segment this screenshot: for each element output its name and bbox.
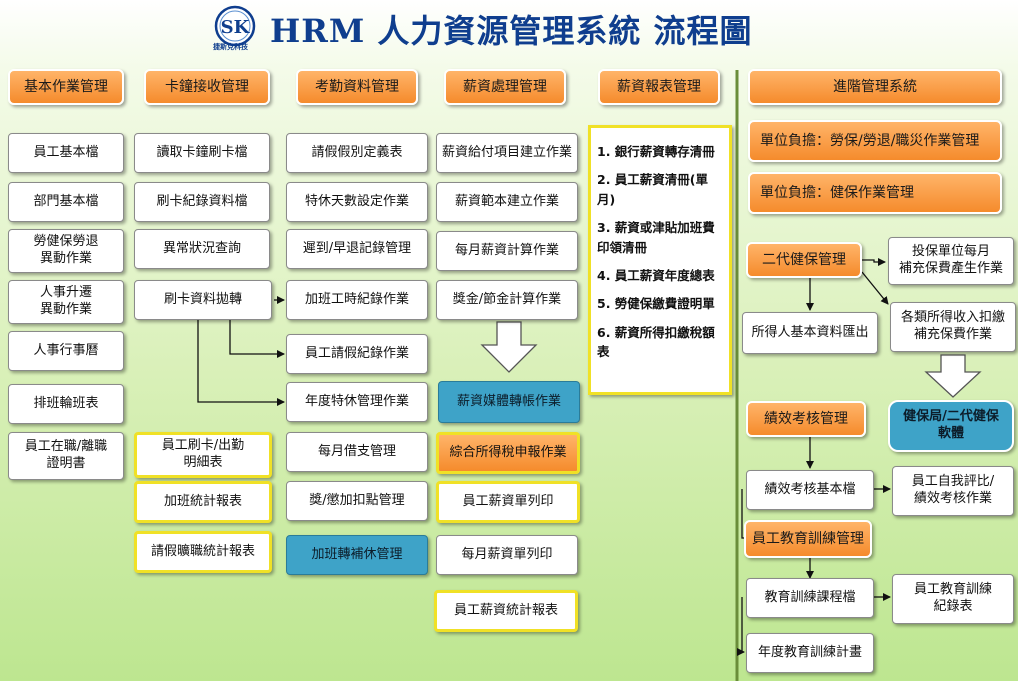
header-payroll-report[interactable]: 薪資報表管理: [598, 69, 720, 105]
node-overtime-to-compensatory[interactable]: 加班轉補休管理: [286, 535, 428, 575]
node-leave-type-definition[interactable]: 請假假別定義表: [286, 133, 428, 173]
logo-caption: 捷斯克科技: [213, 43, 248, 51]
node-exception-query[interactable]: 異常狀況查詢: [134, 229, 270, 269]
node-overtime-hours-record[interactable]: 加班工時紀錄作業: [286, 280, 428, 320]
connector-swipe-to-leave: [229, 318, 285, 358]
node-hr-calendar[interactable]: 人事行事曆: [8, 331, 124, 371]
node-employee-payslip-print[interactable]: 員工薪資單列印: [436, 481, 580, 523]
big-down-arrow-salary: [480, 321, 538, 373]
node-read-clock-file[interactable]: 讀取卡鐘刷卡檔: [134, 133, 270, 173]
payroll-report-list: 1. 銀行薪資轉存清冊 2. 員工薪資清冊(單月) 3. 薪資或津貼加班費 印領…: [588, 125, 732, 395]
header-basic[interactable]: 基本作業管理: [8, 69, 124, 105]
header-attendance[interactable]: 考勤資料管理: [296, 69, 418, 105]
report-item[interactable]: 2. 員工薪資清冊(單月): [597, 172, 709, 207]
node-attendance-detail-report[interactable]: 員工刷卡/出勤 明細表: [134, 432, 272, 478]
report-item[interactable]: 5. 勞健保繳費證明單: [597, 296, 715, 312]
node-monthly-payslip-print[interactable]: 每月薪資單列印: [436, 535, 578, 575]
node-performance-master[interactable]: 績效考核基本檔: [746, 470, 874, 510]
header-payroll[interactable]: 薪資處理管理: [444, 69, 566, 105]
node-swipe-record-file[interactable]: 刷卡紀錄資料檔: [134, 182, 270, 222]
header-clock[interactable]: 卡鐘接收管理: [144, 69, 270, 105]
company-logo: SK: [214, 5, 256, 47]
node-unit-labor-burden[interactable]: 單位負擔：勞保/勞退/職災作業管理: [748, 120, 1002, 162]
node-income-premium-withholding[interactable]: 各類所得收入扣繳 補充保費作業: [890, 302, 1016, 352]
node-training-course[interactable]: 教育訓練課程檔: [746, 578, 874, 618]
node-promotion-change[interactable]: 人事升遷 異動作業: [8, 280, 124, 324]
node-annual-training-plan[interactable]: 年度教育訓練計畫: [746, 633, 874, 673]
connector-course-to-plan: [737, 597, 745, 656]
node-nhi-software[interactable]: 健保局/二代健保 軟體: [888, 400, 1014, 452]
node-swipe-data-transfer[interactable]: 刷卡資料拋轉: [134, 280, 272, 320]
node-department-master[interactable]: 部門基本檔: [8, 182, 124, 222]
node-income-tax-filing[interactable]: 綜合所得稅申報作業: [436, 432, 580, 474]
header-nhi[interactable]: 二代健保管理: [746, 242, 862, 278]
logo-mark: SK: [221, 17, 251, 38]
report-item[interactable]: 3. 薪資或津貼加班費 印領清冊: [597, 220, 715, 255]
header-performance[interactable]: 績效考核管理: [746, 401, 866, 437]
node-income-recipient-export[interactable]: 所得人基本資料匯出: [742, 312, 878, 354]
node-payroll-statistics-report[interactable]: 員工薪資統計報表: [434, 590, 578, 632]
header-training[interactable]: 員工教育訓練管理: [744, 520, 872, 558]
node-pay-item-setup[interactable]: 薪資給付項目建立作業: [436, 133, 578, 173]
node-shift-schedule[interactable]: 排班輪班表: [8, 384, 124, 424]
node-employee-master[interactable]: 員工基本檔: [8, 133, 124, 173]
node-annual-leave-management[interactable]: 年度特休管理作業: [286, 382, 428, 422]
node-annual-leave-days-setting[interactable]: 特休天數設定作業: [286, 182, 428, 222]
big-down-arrow-nhi: [924, 354, 982, 398]
connector-swipe-to-annual: [197, 318, 285, 406]
report-item[interactable]: 1. 銀行薪資轉存清冊: [597, 144, 715, 159]
node-self-evaluation[interactable]: 員工自我評比/ 績效考核作業: [892, 466, 1014, 516]
node-insured-unit-premium[interactable]: 投保單位每月 補充保費產生作業: [888, 237, 1014, 285]
node-unit-health-burden[interactable]: 單位負擔：健保作業管理: [748, 172, 1002, 214]
report-item[interactable]: 4. 員工薪資年度總表: [597, 267, 715, 283]
report-item[interactable]: 6. 薪資所得扣繳稅額表: [597, 324, 715, 359]
node-media-transfer[interactable]: 薪資媒體轉帳作業: [438, 381, 580, 423]
node-reward-penalty-points[interactable]: 獎/懲加扣點管理: [286, 481, 428, 521]
node-bonus-calculation[interactable]: 獎金/節金計算作業: [436, 280, 578, 320]
node-overtime-report[interactable]: 加班統計報表: [134, 481, 272, 523]
node-late-early-management[interactable]: 遲到/早退記錄管理: [286, 229, 428, 269]
node-training-record[interactable]: 員工教育訓練 紀錄表: [892, 574, 1014, 624]
node-insurance-change[interactable]: 勞健保勞退 異動作業: [8, 229, 124, 273]
node-leave-absence-report[interactable]: 請假曠職統計報表: [134, 531, 272, 573]
node-monthly-pay-calculation[interactable]: 每月薪資計算作業: [436, 231, 578, 271]
header-advanced[interactable]: 進階管理系統: [748, 69, 1002, 105]
node-monthly-advance[interactable]: 每月借支管理: [286, 432, 428, 472]
connector-nhi-to-insured-unit: [861, 258, 886, 266]
connector-perf-to-training: [741, 489, 744, 539]
node-leave-record[interactable]: 員工請假紀錄作業: [286, 334, 428, 374]
node-pay-template-setup[interactable]: 薪資範本建立作業: [436, 182, 578, 222]
page-title: HRM 人力資源管理系統 流程圖: [270, 12, 753, 50]
node-employment-certificate[interactable]: 員工在職/離職 證明書: [8, 432, 124, 480]
connector-nhi-to-income-types: [861, 271, 889, 305]
